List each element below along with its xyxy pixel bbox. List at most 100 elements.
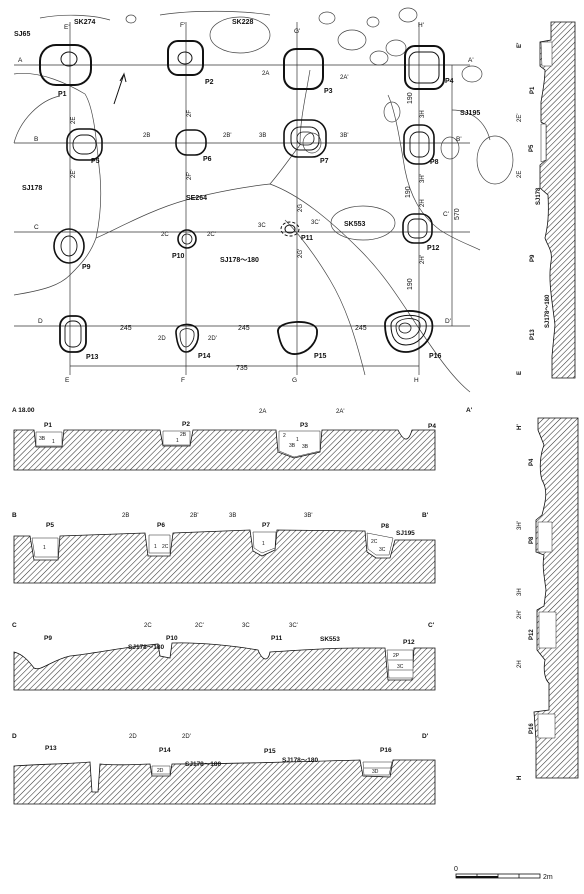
feature-boundaries xyxy=(13,7,514,393)
section-a: 3B 1 1 2B 2 1 3B 3B A 18.00 A' P1 P2 P3 … xyxy=(12,407,473,471)
col-label: G xyxy=(292,377,297,384)
feature-label: SJ178～180 xyxy=(128,644,165,651)
section-pit-label: P11 xyxy=(271,635,283,642)
fill-label: 1 xyxy=(43,545,46,551)
feature-label: SE264 xyxy=(186,195,207,202)
feature-label: SK274 xyxy=(74,19,96,26)
fill-label: 2D xyxy=(157,768,164,774)
section-pit-label: P1 xyxy=(44,422,52,429)
feature-label: SK553 xyxy=(344,221,366,228)
fill-label: 3C xyxy=(397,664,404,670)
plan-section-marks: 2A 2A' 2B 2B' 3B 3B' 2C 2C' 3C 3C' 2D 2D… xyxy=(71,71,426,342)
section-mark: 3C' xyxy=(311,220,320,226)
fill-label: 2C xyxy=(371,539,378,545)
feature-label: SJ195 xyxy=(396,530,415,537)
row-label: D xyxy=(38,318,43,325)
section-mark: 2D' xyxy=(208,336,217,342)
row-label: B xyxy=(34,136,38,143)
feature-label: SJ178～180 xyxy=(282,757,319,764)
section-mark: 2H xyxy=(517,660,523,668)
section-end-label: A' xyxy=(466,407,473,414)
fill-label: 2P xyxy=(393,653,400,659)
section-mark: 2A' xyxy=(336,409,344,415)
section-mark: 2H xyxy=(420,199,426,207)
section-end-label: D' xyxy=(422,733,429,740)
pit-label: P8 xyxy=(430,159,439,166)
section-mark: 2C' xyxy=(195,623,204,629)
plan-feature-labels: SJ65 SK274 SK228 SJ195 SJ178 SE264 SK553… xyxy=(14,19,480,264)
section-mark: 2B xyxy=(122,513,129,519)
section-mark: 2G xyxy=(298,204,304,212)
section-mark: 2H' xyxy=(517,610,523,619)
col-label: E xyxy=(65,377,70,384)
section-mark: 2G' xyxy=(298,249,304,258)
col-end-label: F' xyxy=(180,22,185,29)
feature-label: SJ195 xyxy=(460,110,480,117)
section-mark: 2C xyxy=(144,623,152,629)
feature-label: SJ178 xyxy=(536,187,542,205)
section-start-label: B xyxy=(12,512,17,519)
section-mark: 2A xyxy=(259,409,266,415)
section-pit-label: P16 xyxy=(380,747,392,754)
section-pit-label: P8 xyxy=(529,536,535,544)
section-mark: 2E xyxy=(71,117,77,124)
fill-label: 1 xyxy=(262,541,265,547)
pit-label: P7 xyxy=(320,158,329,165)
pit-label: P4 xyxy=(445,78,454,85)
north-arrow xyxy=(113,72,127,105)
section-mark: 2A xyxy=(262,71,269,77)
fill-label: 2 xyxy=(283,433,286,439)
section-start-label: D xyxy=(12,733,17,740)
fill-label: 3B xyxy=(39,436,46,442)
section-mark: 2C' xyxy=(207,232,216,238)
section-pit-label: P4 xyxy=(428,423,436,430)
fill-label: 1 xyxy=(52,439,55,445)
dim-label: 190 xyxy=(405,186,412,198)
section-end-label: B' xyxy=(422,512,429,519)
section-pit-label: P6 xyxy=(157,522,165,529)
section-mark: 2B' xyxy=(190,513,198,519)
col-end-label: E' xyxy=(64,24,70,31)
section-mark: 3H' xyxy=(420,174,426,183)
section-mark: 2E' xyxy=(71,170,77,178)
dim-label: 245 xyxy=(120,325,132,332)
row-end-label: B' xyxy=(456,136,462,143)
fill-label: 1 xyxy=(296,437,299,443)
fill-label: 3C xyxy=(379,547,386,553)
feature-label: SJ65 xyxy=(14,31,30,38)
pit-label: P13 xyxy=(86,354,99,361)
fill-label: 3D xyxy=(372,769,379,775)
feature-label: SK228 xyxy=(232,19,254,26)
fill-label: 3B xyxy=(289,443,296,449)
pit-label: P2 xyxy=(205,79,214,86)
fill-label: 1 xyxy=(176,438,179,444)
section-mark: 3C' xyxy=(289,623,298,629)
section-mark: 2D xyxy=(129,734,137,740)
section-pit-label: P5 xyxy=(529,144,535,152)
scale-zero: 0 xyxy=(454,866,458,873)
section-e: E E' P1 P5 P9 P13 SJ178 SJ178～180 2E' 2E xyxy=(517,21,576,379)
plan-view: P1 P2 P3 P4 P5 P6 P7 P8 P9 P10 P11 P12 P… xyxy=(13,7,514,393)
section-pit-label: P9 xyxy=(530,254,536,262)
row-label: A xyxy=(18,57,23,64)
section-mark: 2B' xyxy=(223,133,231,139)
section-end-label: H' xyxy=(517,424,523,430)
section-start-label: A 18.00 xyxy=(12,407,35,414)
section-pit-label: P15 xyxy=(264,748,276,755)
section-h: H H' P4 P8 P12 P16 3H' 3H 2H' 2H xyxy=(517,417,579,780)
pit-label: P10 xyxy=(172,253,185,260)
section-mark: 3H' xyxy=(517,521,523,530)
section-pit-label: P1 xyxy=(530,86,536,94)
section-pit-label: P16 xyxy=(529,723,535,734)
section-mark: 3C xyxy=(242,623,250,629)
section-start-label: C xyxy=(12,622,17,629)
section-pit-label: P14 xyxy=(159,747,171,754)
plan-pits xyxy=(39,40,445,355)
section-mark: 3H xyxy=(420,110,426,118)
section-pit-label: P12 xyxy=(529,629,535,640)
plan-grid xyxy=(14,22,470,375)
row-end-label: A' xyxy=(468,57,474,64)
col-label: H xyxy=(414,377,419,384)
fill-label: 1 xyxy=(154,544,157,550)
pit-label: P14 xyxy=(198,353,211,360)
